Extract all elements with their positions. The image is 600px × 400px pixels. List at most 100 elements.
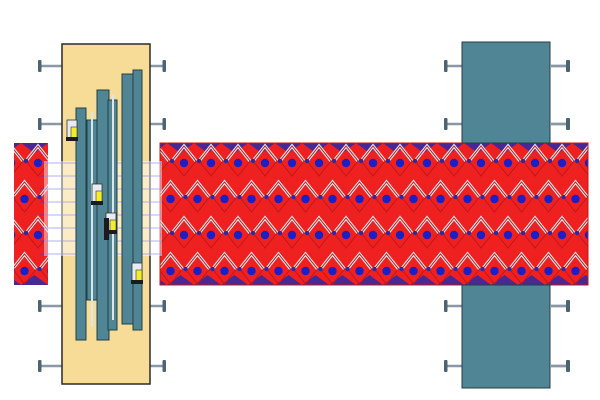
plate-slit — [112, 95, 114, 320]
mesh-cell-outline — [414, 217, 440, 249]
mesh-edge-wedge — [464, 275, 491, 285]
mesh-cell-outline — [481, 253, 508, 285]
mesh-joint — [196, 158, 202, 164]
wire-clamps — [66, 119, 143, 284]
mesh-joint — [385, 158, 391, 164]
mesh-cell-outline — [319, 181, 346, 213]
mesh-edge-wedge — [221, 275, 248, 285]
mesh-cell-outline — [468, 217, 494, 249]
mesh-cell-outline — [160, 181, 184, 213]
mesh-node — [409, 194, 418, 204]
mesh-joint — [466, 158, 472, 164]
mesh-cell-outline — [160, 220, 170, 246]
mesh-cell-outline — [225, 217, 251, 249]
mesh-node — [20, 194, 29, 204]
mesh-node — [395, 158, 405, 168]
mesh-node — [0, 267, 2, 275]
mesh-cell-outline — [360, 145, 386, 177]
mesh-cell-outline — [360, 217, 386, 249]
mesh-cell-outline — [549, 217, 575, 249]
mesh-node — [530, 158, 540, 168]
mesh-node — [490, 266, 499, 276]
mesh-edge-wedge — [167, 275, 194, 285]
mesh-joint — [399, 266, 404, 272]
mesh-cell-outline — [14, 253, 38, 285]
mesh-joint — [237, 266, 242, 272]
mesh-node — [557, 230, 567, 240]
mesh-cell-outline — [225, 145, 251, 177]
mesh-joint — [561, 266, 566, 272]
mesh-joint — [372, 194, 377, 200]
right-block-bottom — [461, 284, 551, 389]
mesh-cell-outline — [441, 145, 467, 177]
mesh-joint — [169, 230, 175, 236]
mesh-cell-outline — [346, 181, 373, 213]
mesh-edge-wedge — [14, 279, 21, 285]
mesh-node — [328, 194, 337, 204]
mesh-node — [368, 230, 378, 240]
mesh-cell-outline — [171, 145, 197, 177]
mesh-joint — [453, 194, 458, 200]
mesh-node — [328, 266, 337, 276]
mesh-node — [301, 266, 310, 276]
mesh-cell-outline — [468, 145, 494, 177]
bolt-head — [444, 118, 448, 130]
mesh-joint — [345, 266, 350, 272]
mesh-joint — [223, 230, 229, 236]
mesh-joint — [331, 158, 337, 164]
mesh-node — [503, 230, 513, 240]
mesh-joint — [250, 158, 256, 164]
mesh-cell-outline — [198, 145, 224, 177]
mesh-strip-left-pattern — [0, 143, 48, 285]
clamp-base — [91, 201, 103, 205]
mesh-cell-outline — [454, 181, 481, 213]
mesh-node — [382, 194, 391, 204]
mesh-chevron — [591, 254, 600, 269]
mesh-node — [341, 158, 351, 168]
mesh-cell-outline — [279, 217, 305, 249]
bolt-head — [444, 360, 448, 372]
mesh-node — [422, 158, 432, 168]
mesh-node — [33, 230, 43, 240]
mesh-node — [193, 194, 202, 204]
mesh-cell-outline — [576, 218, 588, 248]
mesh-cell-outline — [252, 145, 278, 177]
mesh-cell-outline — [508, 181, 535, 213]
mesh-node — [476, 230, 486, 240]
mesh-joint — [345, 194, 350, 200]
mesh-cell-outline — [211, 181, 238, 213]
mesh-cell-outline — [508, 253, 535, 285]
mesh-joint — [183, 266, 188, 272]
mesh-node — [287, 230, 297, 240]
mesh-cell-outline — [306, 145, 332, 177]
mesh-cell-outline — [160, 148, 170, 174]
mesh-node — [206, 158, 216, 168]
mesh-node — [463, 194, 472, 204]
mesh-node — [47, 268, 48, 274]
mesh-node — [341, 230, 351, 240]
plate-slit — [91, 112, 93, 327]
mesh-cell-outline — [427, 181, 454, 213]
mesh-joint — [561, 194, 566, 200]
clamp-base — [66, 137, 78, 141]
mesh-joint — [223, 158, 229, 164]
bolt-nut — [566, 60, 570, 72]
mesh-cell-outline — [292, 253, 319, 285]
mesh-joint — [250, 230, 256, 236]
mesh-joint — [37, 266, 42, 272]
mesh-edge-wedge — [275, 275, 302, 285]
mesh-node — [557, 158, 567, 168]
mesh-joint — [169, 158, 175, 164]
mesh-edge-wedge — [383, 275, 410, 285]
mesh-edge-wedge — [518, 275, 545, 285]
bolt-nut — [162, 300, 166, 312]
mesh-node — [584, 230, 588, 240]
mesh-joint — [264, 266, 269, 272]
bolt-head — [38, 118, 42, 130]
mesh-node — [395, 230, 405, 240]
mesh-cell-outline — [238, 181, 265, 213]
mesh-joint — [0, 159, 1, 163]
mesh-chevron — [0, 182, 10, 197]
mesh-node — [436, 266, 445, 276]
